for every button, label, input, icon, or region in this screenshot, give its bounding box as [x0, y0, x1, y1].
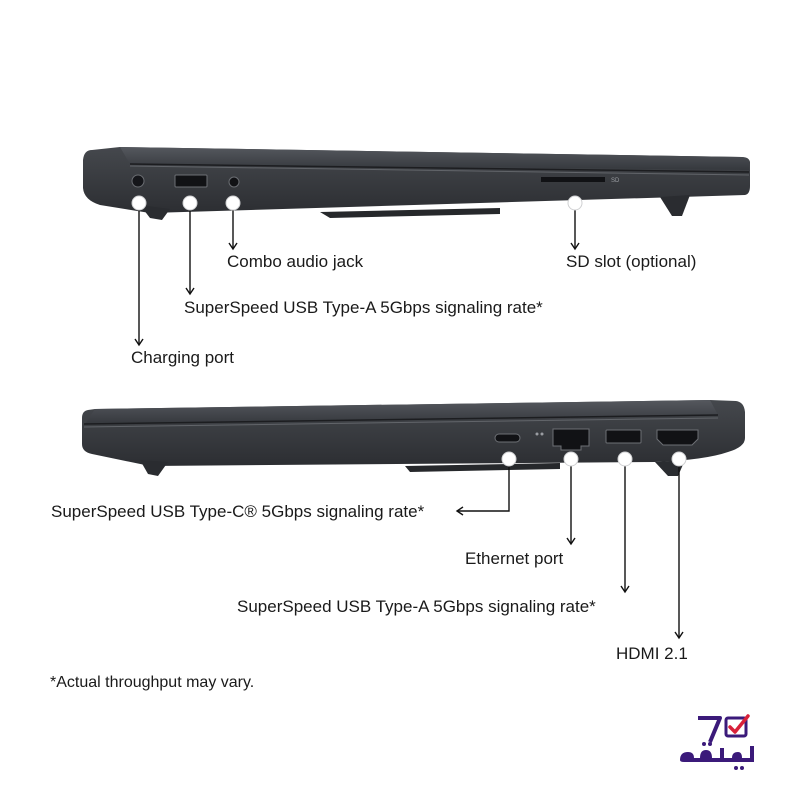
label-usb-c: SuperSpeed USB Type-C® 5Gbps signaling r…	[51, 502, 425, 521]
dot-charging	[131, 195, 147, 211]
label-charging-port: Charging port	[131, 348, 235, 367]
dot-sd	[567, 195, 583, 211]
dot-usb-c	[501, 451, 517, 467]
left-side-foot-back	[660, 195, 690, 216]
label-ethernet-port: Ethernet port	[465, 549, 564, 568]
label-usb-a-left: SuperSpeed USB Type-A 5Gbps signaling ra…	[184, 298, 543, 317]
ethernet-port-icon	[552, 428, 590, 451]
dot-usb-a-left	[182, 195, 198, 211]
logo-dot-2	[708, 742, 712, 746]
ethernet-led-1	[535, 432, 539, 436]
logo-dot-4	[740, 766, 744, 770]
logo-dot-1	[702, 742, 706, 746]
laptop-left-side: SD	[83, 147, 750, 220]
right-side-bottom-vent	[405, 463, 560, 472]
left-side-lid	[120, 147, 749, 170]
label-usb-a-right: SuperSpeed USB Type-A 5Gbps signaling ra…	[237, 597, 596, 616]
top-callouts	[134, 209, 580, 347]
label-combo-audio-jack: Combo audio jack	[227, 252, 364, 271]
dot-audio	[225, 195, 241, 211]
hdmi-port-icon	[656, 429, 699, 446]
ethernet-led-2	[540, 432, 544, 436]
usb-c-port-icon	[494, 433, 521, 443]
right-side-lid	[85, 400, 718, 424]
dot-ethernet	[563, 451, 579, 467]
footnote: *Actual throughput may vary.	[50, 674, 255, 691]
label-hdmi: HDMI 2.1	[616, 644, 688, 663]
logo-checkbox-icon	[724, 716, 748, 738]
usb-a-port-left-icon	[174, 174, 208, 188]
usb-a-port-right-icon	[605, 429, 642, 444]
logo-check-icon	[728, 714, 750, 734]
bottom-callouts	[455, 465, 684, 640]
logo-wordmark-shape	[680, 746, 754, 762]
logo-seven-mark	[698, 716, 722, 743]
laptop-right-side	[82, 400, 745, 476]
right-side-foot-front	[140, 460, 168, 476]
charging-port-icon	[131, 174, 145, 188]
left-side-bottom-vent	[320, 208, 500, 218]
dot-hdmi	[671, 451, 687, 467]
store-logo	[680, 714, 754, 770]
audio-jack-icon	[228, 176, 240, 188]
left-side-foot-front	[140, 205, 170, 220]
top-callout-dots	[131, 195, 583, 211]
sd-marking: SD	[611, 178, 620, 184]
sd-slot-icon	[541, 177, 605, 182]
dot-usb-a-right	[617, 451, 633, 467]
logo-dot-3	[734, 766, 738, 770]
label-sd-slot: SD slot (optional)	[566, 252, 697, 271]
bottom-callout-dots	[501, 451, 687, 467]
